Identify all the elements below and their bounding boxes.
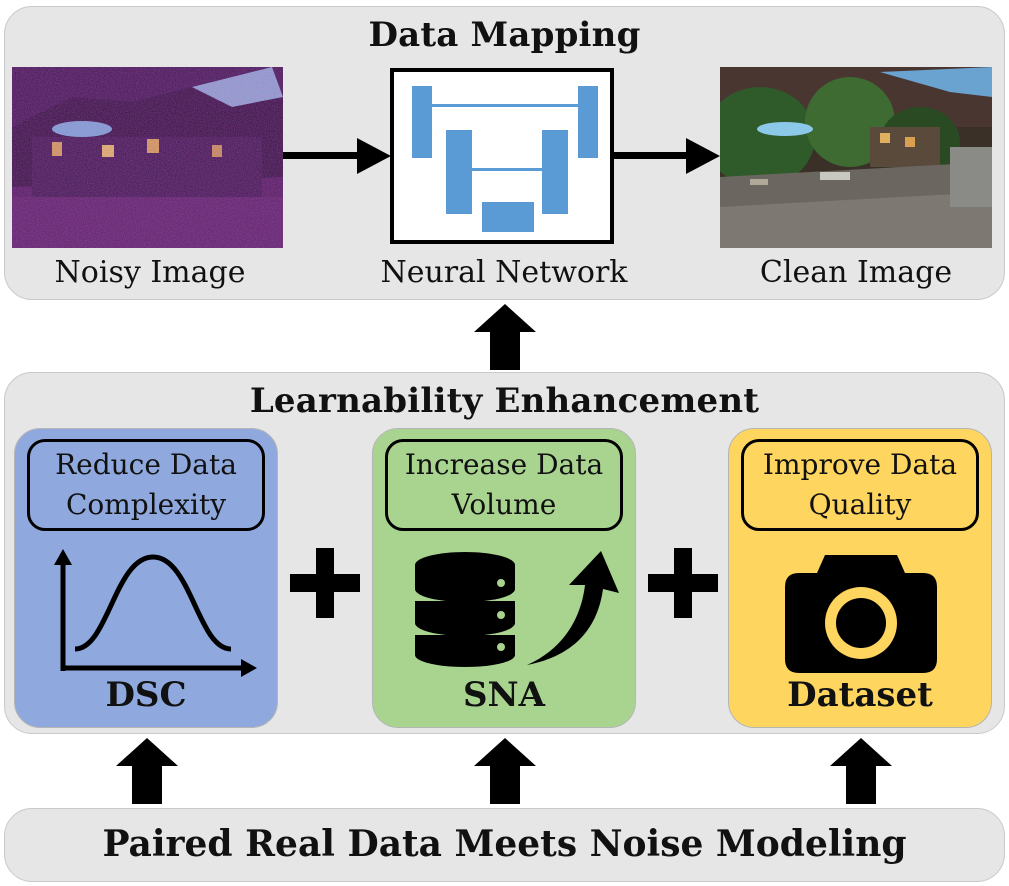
bell-curve-icon — [54, 549, 257, 677]
arrow-up-dsc — [116, 738, 178, 804]
pill-line: Improve Data — [762, 448, 958, 481]
neural-network-caption: Neural Network — [380, 255, 628, 290]
plus-icon — [290, 548, 360, 618]
arrow-right-1 — [283, 138, 391, 174]
pill-line: Complexity — [65, 488, 227, 521]
database-icon — [414, 552, 516, 667]
sna-label: SNA — [462, 675, 545, 715]
noisy-image — [12, 67, 283, 248]
pill-line: Increase Data — [404, 448, 604, 481]
growth-arrow-icon — [527, 551, 619, 665]
increase-volume-pill: Increase Data Volume — [385, 439, 623, 531]
pill-line: Reduce Data — [55, 448, 237, 481]
noisy-image-caption: Noisy Image — [54, 255, 246, 290]
clean-image — [720, 67, 992, 248]
arrow-up-to-mapping — [474, 304, 536, 370]
paired-real-data-title: Paired Real Data Meets Noise Modeling — [102, 823, 907, 865]
improve-quality-pill: Improve Data Quality — [741, 439, 979, 531]
arrow-up-dataset — [830, 738, 892, 804]
pill-line: Volume — [451, 488, 557, 521]
sna-card: Increase Data Volume SNA — [372, 428, 636, 728]
dataset-label: Dataset — [787, 675, 933, 715]
camera-icon — [785, 555, 937, 673]
dataset-card: Improve Data Quality Dataset — [728, 428, 992, 728]
dsc-card: Reduce Data Complexity DSC — [14, 428, 278, 728]
neural-network-box — [390, 68, 614, 244]
learnability-title: Learnability Enhancement — [249, 381, 760, 421]
reduce-complexity-pill: Reduce Data Complexity — [27, 439, 265, 531]
paired-real-data-panel: Paired Real Data Meets Noise Modeling — [4, 808, 1005, 882]
clean-image-caption: Clean Image — [759, 255, 953, 290]
data-mapping-title: Data Mapping — [368, 15, 641, 55]
dsc-label: DSC — [105, 675, 187, 715]
pill-line: Quality — [808, 488, 912, 521]
arrow-up-sna — [474, 738, 536, 804]
arrow-right-2 — [614, 138, 720, 174]
unet-icon — [412, 86, 598, 232]
plus-icon — [648, 548, 718, 618]
